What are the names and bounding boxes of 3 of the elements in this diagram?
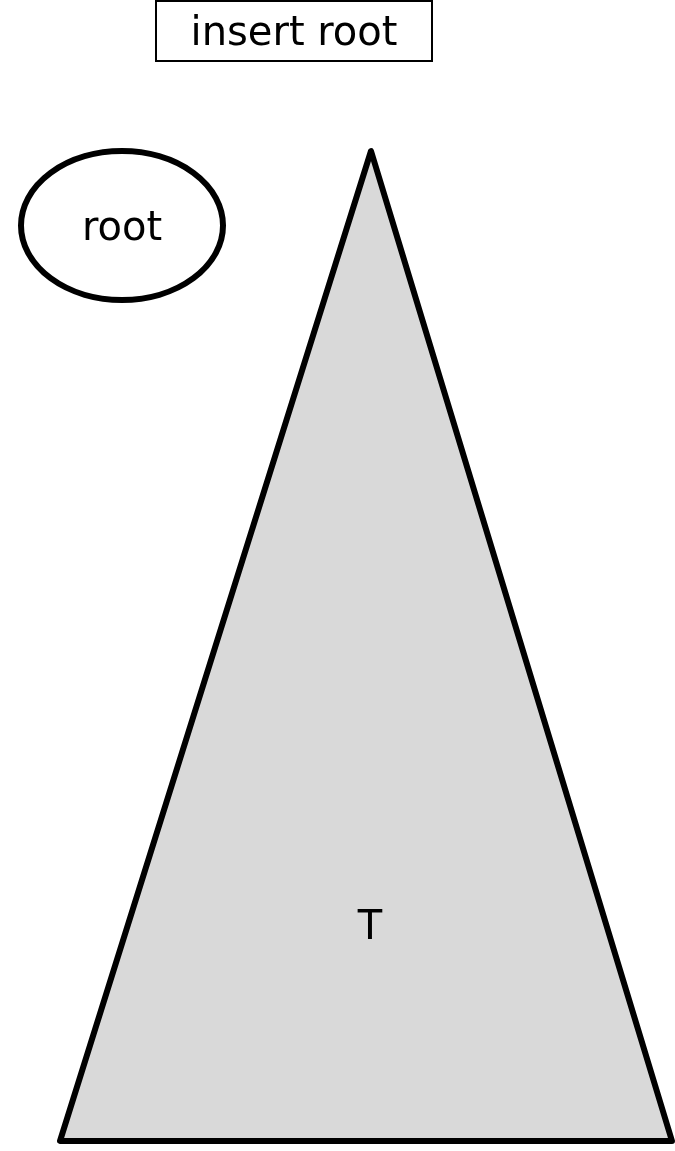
label-box: insert root bbox=[155, 0, 433, 62]
node-label: root bbox=[81, 205, 163, 246]
node-label: T bbox=[357, 905, 383, 945]
